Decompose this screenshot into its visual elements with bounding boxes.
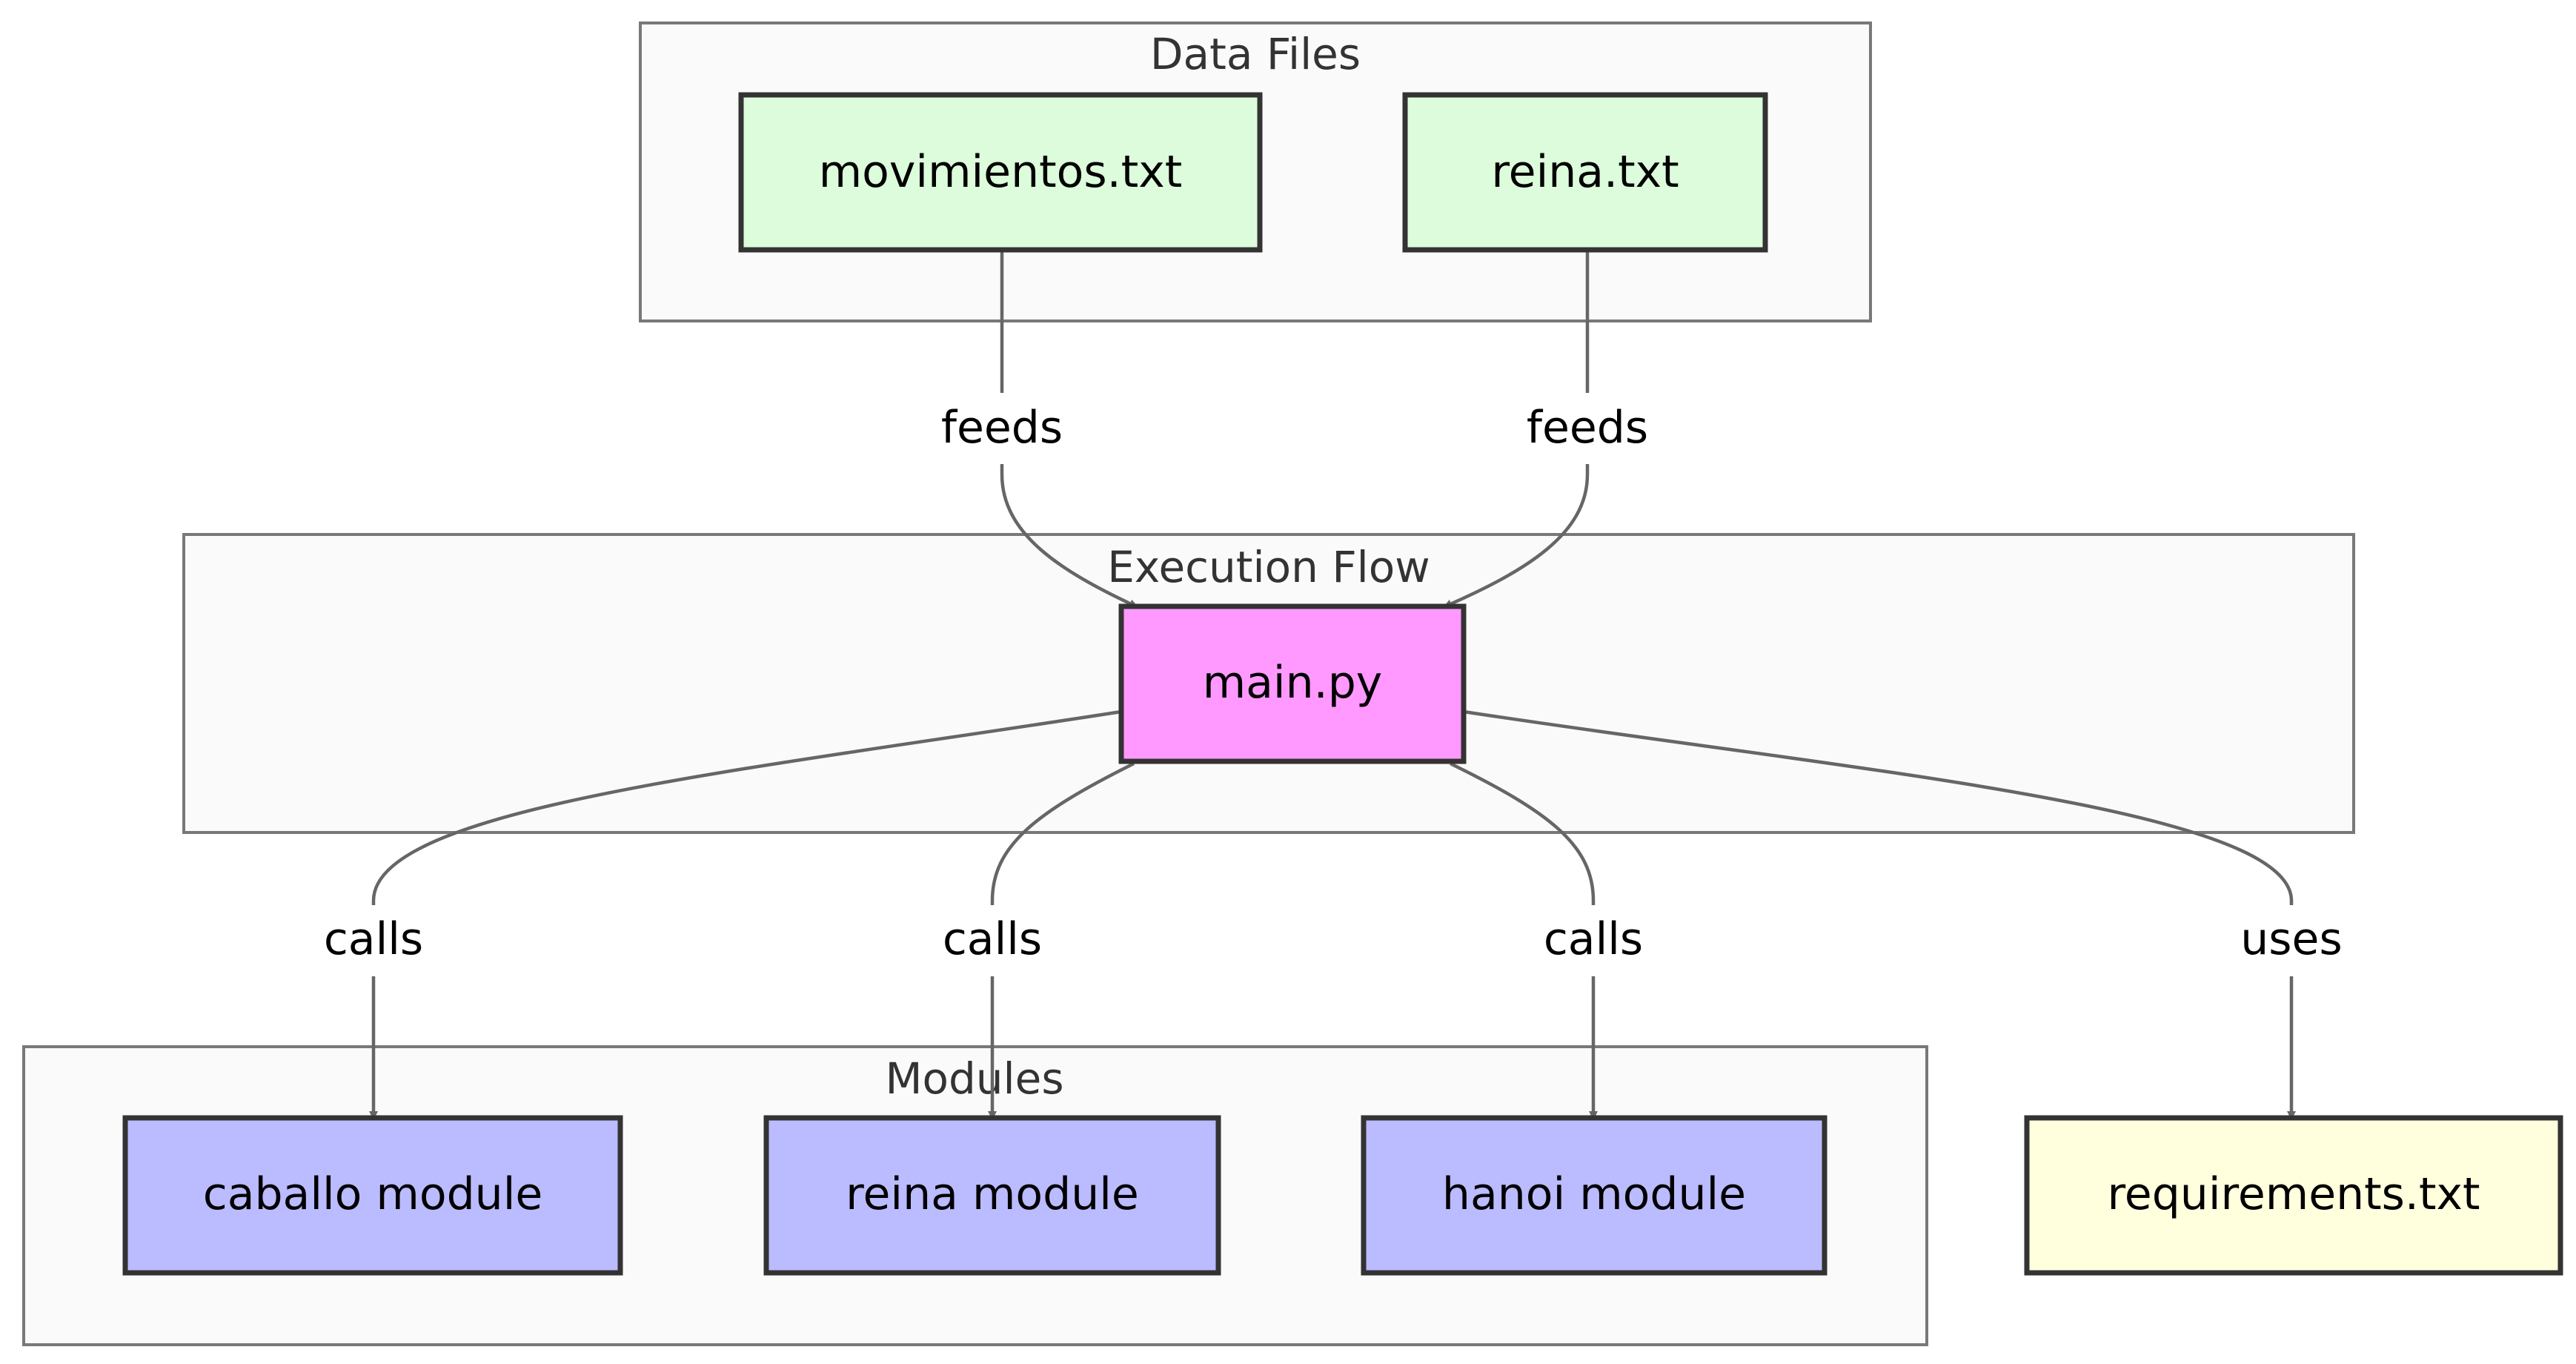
node-hanoi-module[interactable]: hanoi module	[1361, 1115, 1828, 1276]
edge-label-feeds: feeds	[1527, 402, 1648, 454]
edge-label-uses: uses	[2240, 913, 2342, 965]
edge-main-to-caballo: calls	[313, 709, 1122, 1120]
edge-movimientos-to-main: feeds	[941, 250, 1138, 609]
edge-main-to-hanoi: calls	[1450, 761, 1654, 1120]
node-main-py[interactable]: main.py	[1118, 603, 1467, 764]
node-label: hanoi module	[1442, 1168, 1746, 1220]
node-label: movimientos.txt	[819, 146, 1183, 198]
cluster-title-modules: Modules	[885, 1053, 1063, 1104]
node-label: reina module	[846, 1168, 1139, 1220]
edge-main-to-reina-module: calls	[932, 761, 1135, 1120]
node-caballo-module[interactable]: caballo module	[122, 1115, 623, 1276]
edge-label-calls: calls	[943, 913, 1042, 965]
node-reina-txt[interactable]: reina.txt	[1402, 92, 1768, 253]
node-label: requirements.txt	[2107, 1168, 2480, 1220]
node-label: main.py	[1203, 657, 1383, 709]
edge-reina-txt-to-main: feeds	[1443, 250, 1648, 609]
cluster-title-execution-flow: Execution Flow	[1107, 542, 1430, 592]
edge-main-to-requirements: uses	[1463, 709, 2352, 1120]
node-requirements-txt[interactable]: requirements.txt	[2024, 1115, 2563, 1276]
node-movimientos-txt[interactable]: movimientos.txt	[738, 92, 1263, 253]
edge-label-calls: calls	[324, 913, 423, 965]
node-reina-module[interactable]: reina module	[763, 1115, 1221, 1276]
node-label: caballo module	[203, 1168, 543, 1220]
cluster-title-data-files: Data Files	[1150, 29, 1361, 79]
node-label: reina.txt	[1491, 146, 1679, 198]
edge-label-calls: calls	[1544, 913, 1643, 965]
edge-label-feeds: feeds	[941, 402, 1063, 454]
